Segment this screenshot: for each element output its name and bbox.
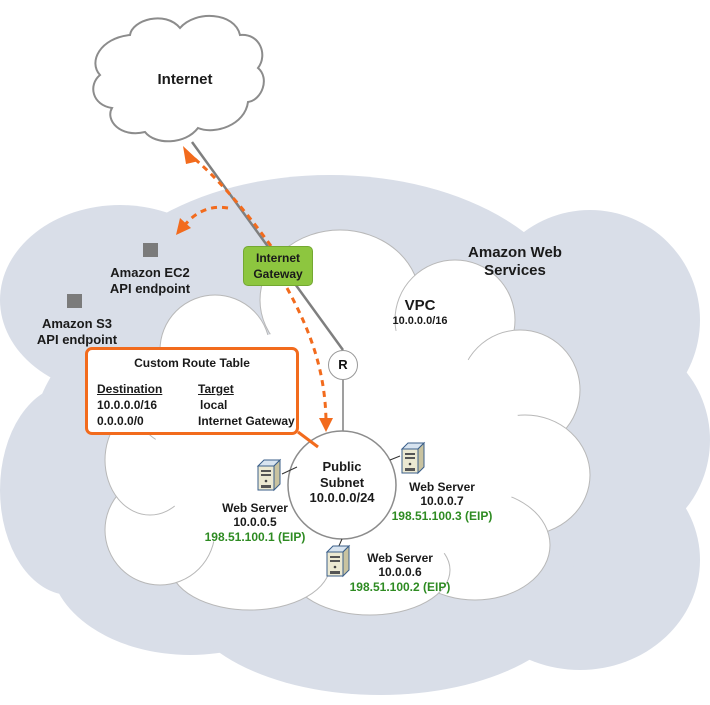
traffic-arrows <box>182 153 328 421</box>
server-eip: 198.51.100.3 (EIP) <box>391 508 493 523</box>
internet-label: Internet <box>157 71 213 88</box>
vpc-title: VPC <box>404 297 436 314</box>
header-destination: Destination <box>97 382 163 396</box>
ec2-endpoint-line2: API endpoint <box>109 280 191 296</box>
subnet-cidr: 10.0.0.0/24 <box>309 490 375 506</box>
arrowhead-internet <box>183 146 199 164</box>
server-private-ip: 10.0.0.5 <box>233 515 277 530</box>
route-row: 10.0.0.0/16 local <box>97 398 227 412</box>
server-name: Web Server <box>409 480 475 494</box>
server-private-ip: 10.0.0.7 <box>420 494 464 509</box>
web-server-label: Web Server 10.0.0.7 198.51.100.3 (EIP) <box>382 480 502 523</box>
aws-label-line1: Amazon Web <box>468 244 562 261</box>
gateway-line1: Internet <box>255 251 300 265</box>
gateway-line2: Gateway <box>253 267 303 281</box>
vpc-label: VPC 10.0.0.0/16 <box>385 297 455 328</box>
subnet-label: Public Subnet 10.0.0.0/24 <box>302 459 382 506</box>
arrow-to-subnet <box>285 287 328 421</box>
server-name: Web Server <box>222 501 288 515</box>
router[interactable]: R <box>328 350 358 380</box>
ec2-endpoint-label: Amazon EC2 API endpoint <box>100 265 200 296</box>
arrow-to-internet <box>189 153 273 247</box>
subnet-line2: Subnet <box>319 474 365 490</box>
arrowhead-subnet <box>319 418 333 432</box>
route-table[interactable]: Custom Route Table Destination Target 10… <box>85 347 299 435</box>
s3-endpoint-icon <box>67 294 82 308</box>
server-link-1 <box>281 466 298 475</box>
server-private-ip: 10.0.0.6 <box>378 565 422 580</box>
route-table-header: Destination Target <box>97 382 234 396</box>
internet-gateway[interactable]: Internet Gateway <box>243 246 313 286</box>
subnet-line1: Public <box>322 459 362 474</box>
server-icon <box>400 441 426 475</box>
server-name: Web Server <box>367 551 433 565</box>
route-table-connector <box>297 430 319 449</box>
server-eip: 198.51.100.1 (EIP) <box>204 529 306 544</box>
header-target: Target <box>198 382 234 396</box>
arrow-to-endpoints <box>182 205 229 227</box>
route-target: local <box>200 398 228 412</box>
aws-label-line2: Services <box>484 262 546 279</box>
route-destination: 0.0.0.0/0 <box>97 414 144 428</box>
s3-endpoint-label: Amazon S3 API endpoint <box>27 316 127 347</box>
arrowhead-endpoints <box>176 218 191 235</box>
route-target: Internet Gateway <box>198 414 295 428</box>
route-table-title: Custom Route Table <box>134 356 250 370</box>
ec2-endpoint-line1: Amazon EC2 <box>110 265 190 280</box>
web-server-label: Web Server 10.0.0.5 198.51.100.1 (EIP) <box>195 501 315 544</box>
server-link-3 <box>389 455 401 461</box>
s3-endpoint-line1: Amazon S3 <box>41 316 113 331</box>
s3-endpoint-line2: API endpoint <box>36 331 118 347</box>
server-icon <box>256 458 282 492</box>
internet-cloud <box>92 15 265 143</box>
vpc-cidr: 10.0.0.0/16 <box>392 315 448 327</box>
ec2-endpoint-icon <box>143 243 158 257</box>
server-eip: 198.51.100.2 (EIP) <box>349 579 451 594</box>
aws-label: Amazon Web Services <box>450 244 580 280</box>
route-row: 0.0.0.0/0 Internet Gateway <box>97 414 295 428</box>
route-destination: 10.0.0.0/16 <box>97 398 158 412</box>
web-server-label: Web Server 10.0.0.6 198.51.100.2 (EIP) <box>340 551 460 594</box>
server-icon <box>325 544 351 578</box>
